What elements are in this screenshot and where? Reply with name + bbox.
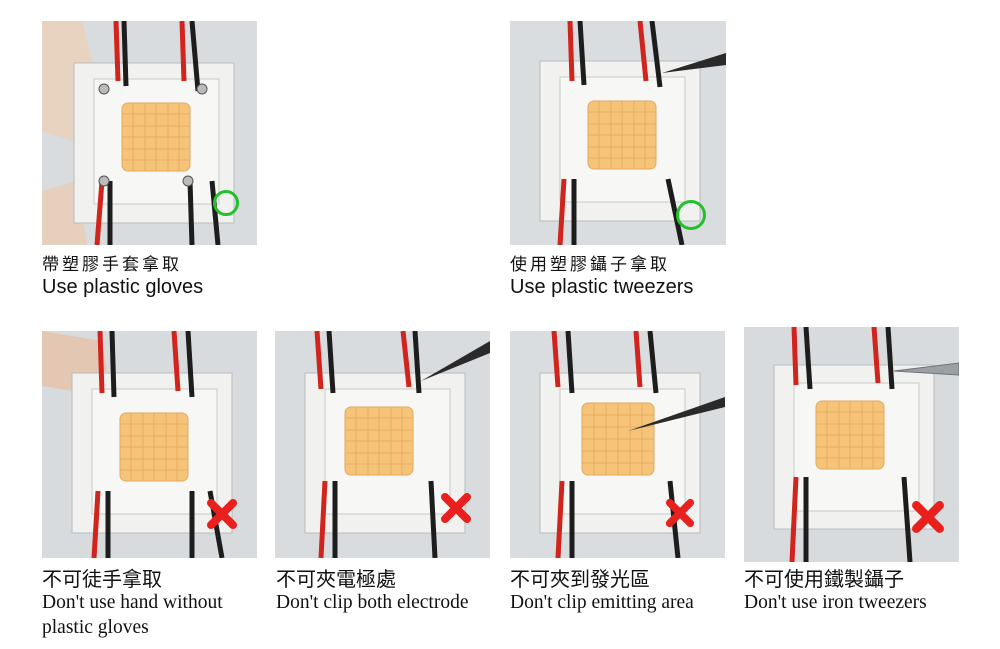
caption-cn-plastic-tweezers: 使用塑膠鑷子拿取 [510,255,670,275]
led-board-illustration [275,331,490,558]
red-x-icon [665,498,695,528]
caption-cn-clip-emitting: 不可夾到發光區 [510,567,650,591]
caption-cn-clip-electrode: 不可夾電極處 [276,567,396,591]
caption-cn-gloves: 帶塑膠手套拿取 [42,255,182,275]
photo-iron-tweezers [744,327,959,562]
photo-clip-electrode [275,331,490,558]
red-x-icon [441,493,471,523]
photo-gloves [42,21,257,245]
led-board-illustration [42,21,257,245]
caption-cn-iron-tweezers: 不可使用鐵製鑷子 [744,567,904,591]
caption-cn-bare-hand: 不可徒手拿取 [42,567,162,591]
green-circle-icon [676,200,706,230]
led-board-illustration [744,327,959,562]
red-x-icon [912,501,944,533]
caption-en-plastic-tweezers: Use plastic tweezers [510,276,694,298]
caption-en-clip-electrode: Don't clip both electrode [276,592,469,613]
green-circle-icon [213,190,239,216]
caption-en-gloves: Use plastic gloves [42,276,204,298]
caption-en-clip-emitting: Don't clip emitting area [510,592,694,613]
caption-en-iron-tweezers: Don't use iron tweezers [744,592,927,613]
caption-en-bare-hand: Don't use hand without plastic gloves [42,592,223,638]
red-x-icon [207,499,237,529]
